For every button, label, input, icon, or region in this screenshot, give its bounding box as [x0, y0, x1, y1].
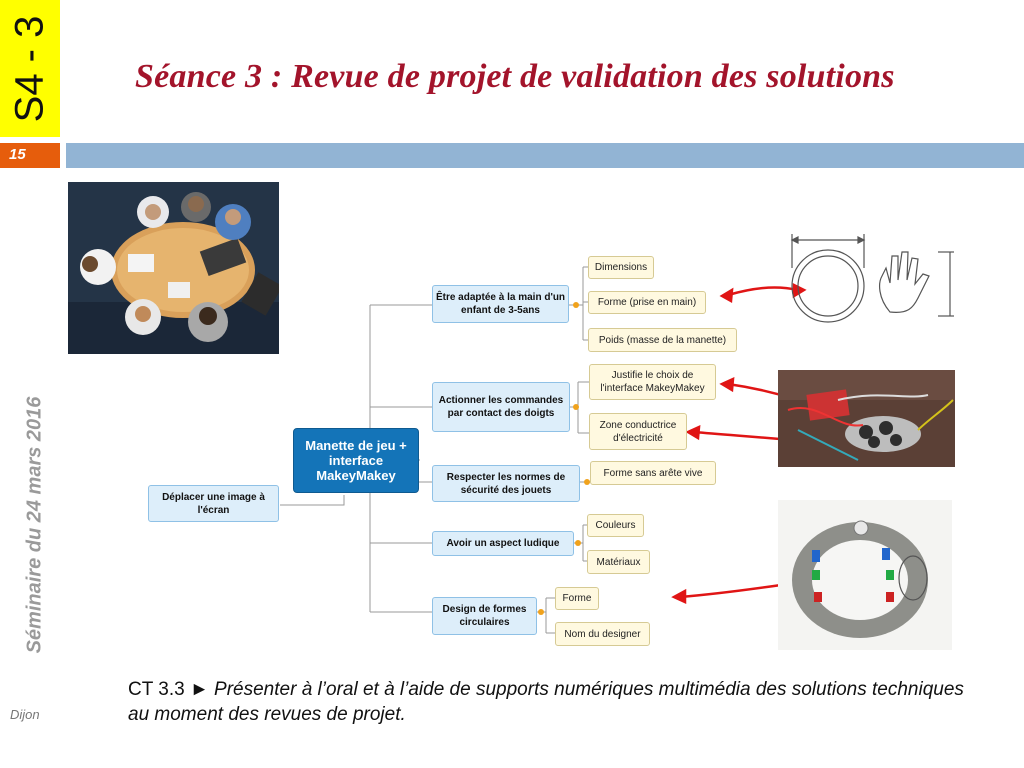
leaf-colors: Couleurs	[587, 514, 644, 537]
leaf-conductive-zone: Zone conductrice d'électricité	[589, 413, 687, 450]
slide-title: Séance 3 : Revue de projet de validation…	[135, 58, 895, 95]
branch-playful-aspect: Avoir un aspect ludique	[432, 531, 574, 556]
page-number-badge: 15	[0, 143, 60, 168]
competency-code: CT 3.3 ►	[128, 679, 209, 700]
branch-safety-norms: Respecter les normes de sécurité des jou…	[432, 465, 580, 502]
leaf-materials: Matériaux	[587, 550, 650, 574]
ring-hand-drawing	[778, 228, 954, 334]
session-tag: S4 - 3	[0, 0, 60, 137]
leaf-no-sharp-edge: Forme sans arête vive	[590, 461, 716, 485]
competency-statement: CT 3.3 ► Présenter à l’oral et à l’aide …	[128, 677, 988, 727]
leaf-weight: Poids (masse de la manette)	[588, 328, 737, 352]
makeymakey-board-photo	[778, 370, 955, 467]
branch-hand-size: Être adaptée à la main d'un enfant de 3-…	[432, 285, 569, 323]
node-move-image: Déplacer une image à l'écran	[148, 485, 279, 522]
branch-circular-design: Design de formes circulaires	[432, 597, 537, 635]
circular-prototype-photo	[778, 500, 952, 650]
page-number: 15	[9, 146, 26, 163]
leaf-shape: Forme	[555, 587, 599, 610]
leaf-dimensions: Dimensions	[588, 256, 654, 279]
leaf-makeymakey-choice: Justifie le choix de l'interface MakeyMa…	[589, 364, 716, 400]
node-central: Manette de jeu + interface MakeyMakey	[293, 428, 419, 493]
leaf-shape-grip: Forme (prise en main)	[588, 291, 706, 314]
location-label: Dijon	[10, 707, 40, 722]
header-bar	[66, 143, 1024, 168]
leaf-designer-name: Nom du designer	[555, 622, 650, 646]
team-meeting-photo	[68, 182, 279, 354]
branch-finger-contact: Actionner les commandes par contact des …	[432, 382, 570, 432]
competency-text: Présenter à l’oral et à l’aide de suppor…	[128, 679, 964, 725]
